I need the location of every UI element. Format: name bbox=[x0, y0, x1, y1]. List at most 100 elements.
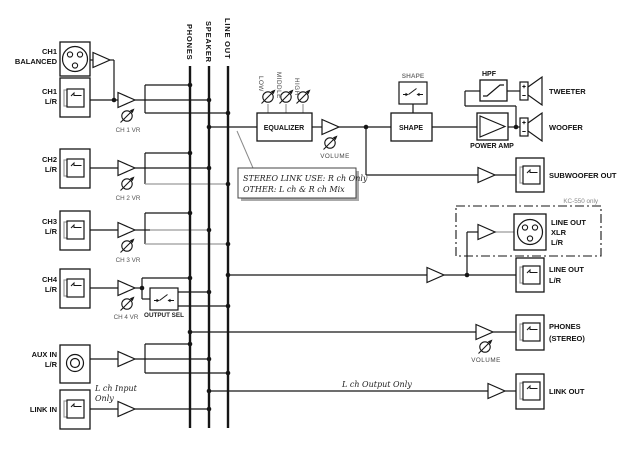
hpf-label: HPF bbox=[482, 71, 497, 78]
aux-input: AUX IN L/R bbox=[32, 344, 136, 384]
stereo-link-note-line2: OTHER: L ch & R ch Mix bbox=[243, 185, 345, 194]
ch1-volume-pot-icon bbox=[119, 107, 136, 124]
phones-output: VOLUME PHONES (STEREO) bbox=[471, 314, 585, 364]
ch4-label: CH4 bbox=[42, 275, 58, 284]
ch2-volume-pot-icon bbox=[119, 175, 136, 192]
ch4-vr-label: CH 4 VR bbox=[114, 314, 139, 321]
shape-block bbox=[390, 112, 433, 142]
woofer-speaker-icon bbox=[519, 112, 543, 142]
ch4-volume-pot-icon bbox=[119, 295, 136, 312]
jack-icon bbox=[63, 220, 85, 240]
amp-icon bbox=[117, 159, 136, 177]
shape-section: SHAPE SHAPE bbox=[390, 73, 433, 142]
ch3-vr-label: CH 3 VR bbox=[116, 257, 141, 264]
link-in-input: LINK IN L ch Input Only bbox=[30, 384, 138, 430]
svg-text:L/R: L/R bbox=[45, 285, 58, 294]
equalizer-block bbox=[256, 112, 313, 142]
kc550-line-out-xlr: KC-550 only LINE OUT XLR L/R bbox=[455, 198, 602, 257]
phones-bus: PHONES bbox=[185, 24, 194, 428]
phones-volume-pot-icon bbox=[477, 338, 494, 355]
master-volume-pot-icon bbox=[322, 134, 339, 151]
speaker-bus-label: SPEAKER bbox=[204, 21, 213, 63]
amp-icon bbox=[487, 382, 506, 400]
output-sel-label: OUTPUT SEL bbox=[144, 312, 184, 319]
eq-high-label: HIGH bbox=[293, 78, 300, 96]
jack-icon bbox=[519, 265, 541, 285]
svg-text:L/R: L/R bbox=[45, 360, 58, 369]
svg-text:(STEREO): (STEREO) bbox=[549, 334, 585, 343]
ch1-label: CH1 bbox=[42, 87, 57, 96]
master-volume-label: VOLUME bbox=[320, 153, 350, 160]
subwoofer-output: SUBWOOFER OUT bbox=[477, 157, 617, 193]
link-out-output: L ch Output Only LINK OUT bbox=[341, 373, 585, 410]
woofer-label: WOOFER bbox=[549, 123, 583, 132]
stereo-link-note-line1: STEREO LINK USE: R ch Only bbox=[243, 174, 368, 183]
ch3-input: CH3 L/R CH 3 VR bbox=[42, 210, 141, 264]
line-out-xlr-label: LINE OUT bbox=[551, 218, 586, 227]
power-amp-triangle-icon bbox=[479, 115, 507, 138]
svg-text:L/R: L/R bbox=[45, 165, 58, 174]
svg-text:L/R: L/R bbox=[551, 238, 564, 247]
line-out-label: LINE OUT bbox=[549, 265, 584, 274]
ch2-input: CH2 L/R CH 2 VR bbox=[42, 148, 141, 202]
line-out-output: LINE OUT L/R bbox=[426, 257, 584, 293]
svg-text:Only: Only bbox=[95, 394, 114, 403]
amp-icon bbox=[117, 91, 136, 109]
shape-switch-icon bbox=[398, 81, 428, 105]
amp-icon bbox=[117, 221, 136, 239]
svg-text:BALANCED: BALANCED bbox=[15, 57, 58, 66]
kc550-dashed-box bbox=[455, 205, 602, 257]
output-sel-switch-icon bbox=[149, 287, 179, 311]
tweeter-label: TWEETER bbox=[549, 87, 586, 96]
amp-icon bbox=[477, 166, 496, 184]
phones-out-label: PHONES bbox=[549, 322, 581, 331]
ch3-label: CH3 bbox=[42, 217, 57, 226]
ch3-volume-pot-icon bbox=[119, 237, 136, 254]
svg-text:L/R: L/R bbox=[45, 227, 58, 236]
signal-wires bbox=[90, 59, 520, 410]
ch1-input: CH1 L/R CH 1 VR bbox=[42, 77, 141, 134]
tweeter-speaker-icon bbox=[519, 76, 543, 106]
phones-bus-label: PHONES bbox=[185, 24, 194, 60]
svg-text:L/R: L/R bbox=[45, 97, 58, 106]
amp-icon bbox=[321, 118, 340, 136]
speaker-bus: SPEAKER bbox=[204, 21, 213, 428]
link-out-note: L ch Output Only bbox=[341, 380, 412, 389]
jack-icon bbox=[63, 158, 85, 178]
amp-icon bbox=[475, 323, 494, 341]
link-in-label: LINK IN bbox=[30, 405, 57, 414]
kc550-note: KC-550 only bbox=[563, 198, 599, 205]
amp-icon bbox=[477, 223, 496, 241]
stereo-link-callout: STEREO LINK USE: R ch Only OTHER: L ch &… bbox=[236, 130, 368, 201]
ch1-vr-label: CH 1 VR bbox=[116, 127, 141, 134]
amp-icon bbox=[117, 350, 136, 368]
hpf-curve-icon bbox=[483, 84, 504, 97]
link-in-note: L ch Input bbox=[94, 384, 138, 393]
link-out-label: LINK OUT bbox=[549, 387, 585, 396]
power-amp-section: HPF POWER AMP TWEETER WOOFER bbox=[470, 71, 586, 150]
subwoofer-out-label: SUBWOOFER OUT bbox=[549, 171, 617, 180]
phones-volume-label: VOLUME bbox=[471, 357, 501, 364]
amp-icon bbox=[92, 51, 111, 69]
ch1-balanced-input: CH1 BALANCED bbox=[15, 41, 111, 77]
power-amp-label: POWER AMP bbox=[470, 143, 514, 150]
jack-icon bbox=[63, 399, 85, 419]
shape-block-label: SHAPE bbox=[399, 125, 423, 132]
amp-icon bbox=[117, 279, 136, 297]
rca-connector-icon bbox=[65, 353, 85, 373]
amp-icon bbox=[426, 266, 445, 284]
jack-icon bbox=[63, 88, 85, 108]
xlr-connector-icon bbox=[516, 218, 544, 246]
svg-text:L/R: L/R bbox=[549, 276, 562, 285]
ch4-input: CH4 L/R CH 4 VR OUTPUT SEL bbox=[42, 268, 184, 321]
jack-icon bbox=[519, 165, 541, 185]
eq-low-label: LOW bbox=[257, 76, 264, 92]
line-out-bus-label: LINE OUT bbox=[223, 18, 232, 59]
svg-text:XLR: XLR bbox=[551, 228, 567, 237]
junction-dots bbox=[111, 82, 519, 412]
line-out-bus: LINE OUT bbox=[223, 18, 232, 428]
jack-icon bbox=[63, 278, 85, 298]
equalizer-label: EQUALIZER bbox=[264, 125, 304, 132]
ch2-vr-label: CH 2 VR bbox=[116, 195, 141, 202]
